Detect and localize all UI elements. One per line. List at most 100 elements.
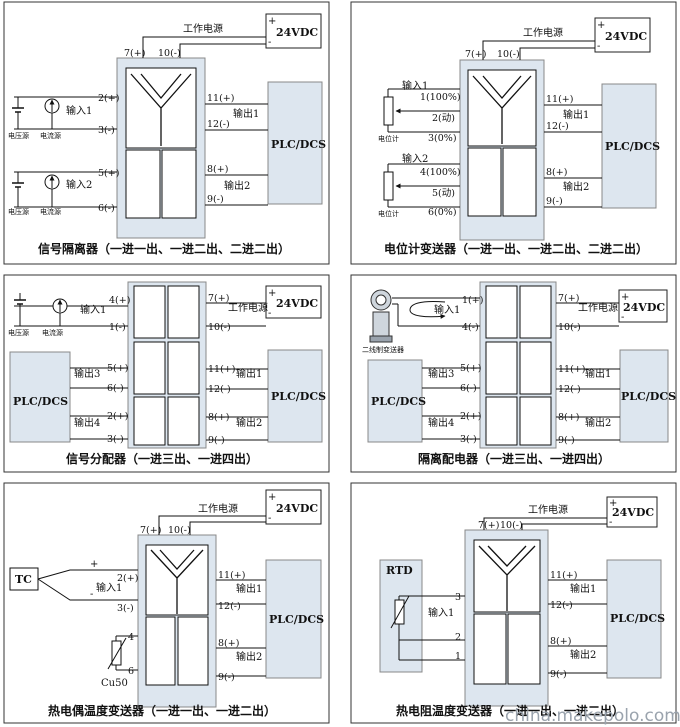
svg-text:10(-): 10(-) (158, 48, 181, 59)
panel-title: 信号分配器（一进三出、一进四出） (66, 451, 258, 466)
svg-text:工作电源: 工作电源 (523, 26, 563, 39)
svg-text:-: - (90, 589, 93, 600)
svg-text:10(-): 10(-) (500, 520, 523, 531)
svg-text:输出2: 输出2 (585, 416, 611, 429)
svg-text:电压源: 电压源 (8, 207, 29, 216)
svg-text:11(+): 11(+) (218, 570, 245, 581)
svg-text:3: 3 (455, 592, 461, 603)
plc-dcs-box (267, 81, 323, 205)
svg-text:电流源: 电流源 (40, 207, 61, 216)
svg-text:24VDC: 24VDC (623, 301, 665, 314)
svg-text:3(-): 3(-) (107, 434, 124, 445)
svg-text:11(+): 11(+) (207, 93, 234, 104)
svg-text:3(-): 3(-) (460, 434, 477, 445)
svg-text:输入1: 输入1 (402, 79, 428, 92)
panel-signal-distributor: 24VDC + - 电压源 电流源 输入1 4(+) 1(-) PLC/DCS … (3, 274, 330, 473)
svg-text:7(+): 7(+) (208, 293, 229, 304)
svg-text:电流源: 电流源 (42, 328, 63, 337)
panel-title: 热电偶温度变送器（一进一出、一进二出） (48, 703, 276, 718)
potentiometer-icon (383, 96, 394, 126)
svg-text:输出4: 输出4 (428, 416, 454, 429)
svg-text:5(+): 5(+) (460, 363, 481, 374)
svg-text:PLC/DCS: PLC/DCS (271, 138, 326, 151)
svg-text:工作电源: 工作电源 (198, 502, 238, 515)
svg-text:输出1: 输出1 (236, 582, 262, 595)
svg-text:PLC/DCS: PLC/DCS (371, 395, 426, 408)
svg-text:8(+): 8(+) (558, 412, 579, 423)
svg-text:+: + (268, 492, 276, 503)
svg-text:输出2: 输出2 (563, 180, 589, 193)
svg-text:输出3: 输出3 (74, 367, 100, 380)
svg-text:+: + (268, 288, 276, 299)
panel-title: 隔离配电器（一进三出、一进四出） (418, 451, 610, 466)
svg-text:9(-): 9(-) (546, 196, 563, 207)
svg-text:7(+): 7(+) (140, 525, 161, 536)
svg-text:输入1: 输入1 (428, 606, 454, 619)
svg-text:输入2: 输入2 (66, 178, 92, 191)
svg-text:2(+): 2(+) (107, 411, 128, 422)
svg-text:输入1: 输入1 (80, 303, 106, 316)
svg-text:7(+): 7(+) (124, 48, 145, 59)
svg-text:11(+): 11(+) (550, 570, 577, 581)
svg-text:PLC/DCS: PLC/DCS (610, 612, 665, 625)
svg-text:4(-): 4(-) (462, 322, 479, 333)
svg-text:输出3: 输出3 (428, 367, 454, 380)
svg-text:TC: TC (15, 573, 32, 586)
svg-text:6: 6 (128, 666, 134, 677)
svg-text:12(-): 12(-) (218, 601, 241, 612)
svg-text:12(-): 12(-) (550, 600, 573, 611)
svg-text:输出2: 输出2 (224, 179, 250, 192)
panel-title: 热电阻温度变送器（一进一出、一进二出） (396, 703, 624, 718)
svg-text:电压源: 电压源 (8, 131, 29, 140)
svg-text:-: - (621, 312, 624, 323)
svg-text:工作电源: 工作电源 (578, 301, 618, 314)
power-label: 24VDC (276, 26, 318, 39)
svg-text:输出1: 输出1 (236, 367, 262, 380)
svg-text:2(+): 2(+) (98, 93, 119, 104)
svg-text:输入1: 输入1 (66, 104, 92, 117)
svg-text:3(0%): 3(0%) (428, 133, 457, 144)
svg-text:PLC/DCS: PLC/DCS (621, 390, 676, 403)
panel-title: 信号隔离器（一进一出、一进二出、二进二出） (38, 241, 290, 256)
svg-text:12(-): 12(-) (558, 384, 581, 395)
svg-text:RTD: RTD (386, 564, 413, 577)
svg-text:10(-): 10(-) (558, 322, 581, 333)
watermark: china.makepolo.com (505, 706, 680, 726)
svg-text:7(+): 7(+) (558, 293, 579, 304)
svg-text:PLC/DCS: PLC/DCS (271, 390, 326, 403)
svg-text:24VDC: 24VDC (605, 30, 647, 43)
svg-text:1: 1 (455, 651, 461, 662)
svg-text:输出1: 输出1 (563, 108, 589, 121)
svg-text:6(-): 6(-) (107, 383, 124, 394)
svg-text:8(+): 8(+) (550, 636, 571, 647)
power-box-24vdc (265, 13, 322, 49)
svg-text:-: - (268, 308, 271, 319)
svg-text:11(+): 11(+) (208, 364, 235, 375)
svg-text:工作电源: 工作电源 (528, 503, 568, 516)
svg-text:2(动): 2(动) (432, 113, 455, 124)
svg-text:电位计: 电位计 (378, 134, 399, 143)
svg-text:9(-): 9(-) (208, 435, 225, 446)
svg-text:1(-): 1(-) (109, 322, 126, 333)
svg-text:+: + (268, 16, 276, 27)
rtd-box (379, 559, 423, 673)
panel-title: 电位计变送器（一进一出、一进二出、二进二出） (384, 241, 648, 256)
svg-text:+: + (609, 498, 617, 509)
svg-text:3(-): 3(-) (98, 125, 115, 136)
svg-text:-: - (597, 41, 600, 52)
svg-text:6(-): 6(-) (98, 203, 115, 214)
svg-text:1(+): 1(+) (462, 295, 483, 306)
svg-text:PLC/DCS: PLC/DCS (13, 395, 68, 408)
svg-text:输出1: 输出1 (570, 582, 596, 595)
wire-10 (179, 43, 266, 58)
svg-text:输出4: 输出4 (74, 416, 100, 429)
svg-text:PLC/DCS: PLC/DCS (605, 140, 660, 153)
svg-text:-: - (609, 517, 612, 528)
svg-text:3(-): 3(-) (117, 603, 134, 614)
svg-text:9(-): 9(-) (550, 669, 567, 680)
svg-text:24VDC: 24VDC (276, 297, 318, 310)
panel-signal-isolator: 24VDC + - 工作电源 7(+) 10(-) 电压源 电流源 (3, 1, 330, 265)
svg-text:4: 4 (128, 632, 134, 643)
svg-text:+: + (621, 292, 629, 303)
